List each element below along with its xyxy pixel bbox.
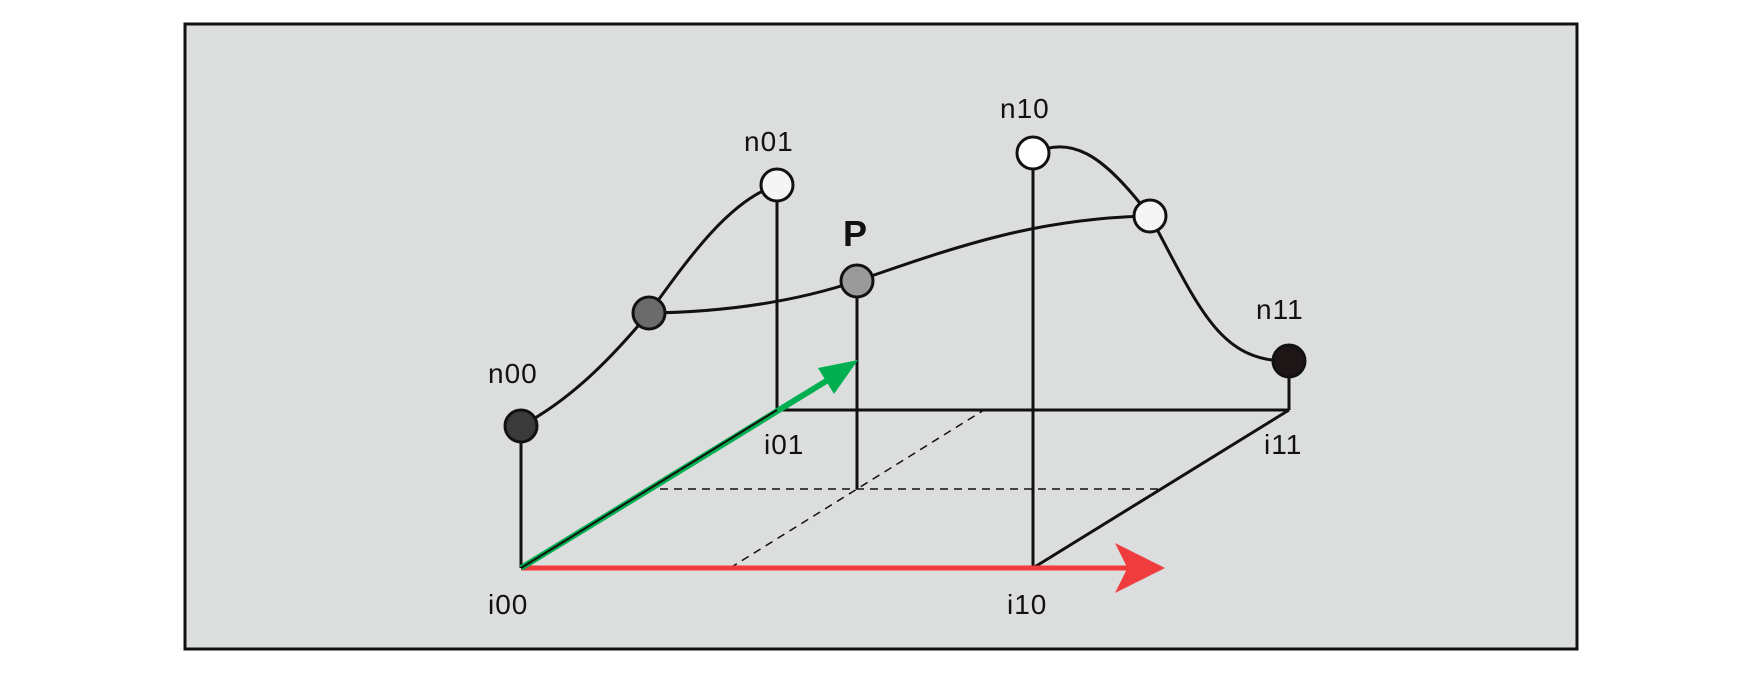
- edge-i10-i11: [1032, 408, 1290, 570]
- label-i10: i10: [1007, 589, 1047, 620]
- node-p: [839, 263, 875, 299]
- label-p: P: [843, 213, 867, 254]
- node-n10: [1015, 135, 1051, 171]
- node-edge-right: [1132, 198, 1168, 234]
- dashed-line-diagonal: [729, 409, 985, 569]
- label-n10: n10: [1000, 93, 1050, 124]
- node-n01: [759, 167, 795, 203]
- diagram-panel: [183, 22, 1579, 651]
- label-n11: n11: [1256, 294, 1304, 325]
- label-i01: i01: [764, 429, 804, 460]
- label-i11: i11: [1264, 429, 1302, 460]
- label-n01: n01: [744, 126, 794, 157]
- label-i00: i00: [488, 589, 528, 620]
- node-n11: [1271, 343, 1307, 379]
- node-n00: [503, 408, 539, 444]
- node-edge-left: [631, 295, 667, 331]
- y-axis-arrow: [519, 360, 858, 571]
- vertical-stems: [519, 153, 1291, 568]
- label-n00: n00: [488, 358, 538, 389]
